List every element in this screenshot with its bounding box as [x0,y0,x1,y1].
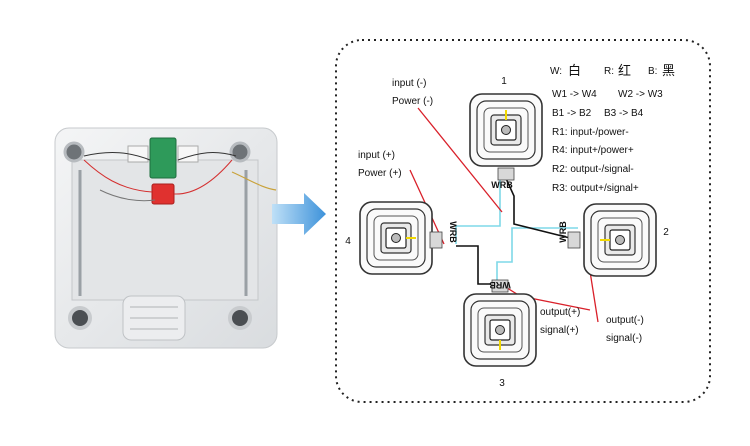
connection-item: B3 -> B4 [604,108,644,119]
connection-item: R2: output-/signal- [552,164,634,175]
diagram-frame [335,39,711,403]
connection-item: W1 -> W4 [552,89,597,100]
sensor-number-1: 1 [501,76,507,87]
wire-tag-3: WRB [489,280,511,290]
white-wire-1-4 [455,170,501,244]
legend-r-key: R: [604,66,614,77]
legend-w-key: W: [550,66,562,77]
connection-item: R3: output+/signal+ [552,183,639,194]
wire-tag-4: WRB [448,221,458,243]
black-wire-1-2 [503,173,579,241]
wire-tag-2: WRB [558,221,568,243]
wire-tag-1: WRB [491,180,513,190]
connection-item: R4: input+/power+ [552,145,634,156]
label-output-minus: output(-) [606,315,644,326]
load-cell-3 [463,293,537,367]
legend-w-char: 白 [568,63,581,79]
white-wire-2-3 [496,227,578,284]
connection-item: R1: input-/power- [552,127,629,138]
connection-list: W1 -> W4 W2 -> W3 B1 -> B2 B3 -> B4 R1: … [552,89,663,194]
sensor-number-2: 2 [663,227,669,238]
label-power-plus: Power (+) [358,168,402,179]
legend-b-key: B: [648,66,657,77]
sensor-number-3: 3 [499,378,505,389]
black-wire-3-4 [456,245,490,285]
color-legend: W: 白 R: 红 B: 黑 [550,63,675,79]
label-signal-minus: signal(-) [606,333,642,344]
load-cell-2 [583,203,657,277]
label-power-minus: Power (-) [392,96,433,107]
label-input-plus: input (+) [358,150,395,161]
sensor-number-4: 4 [345,236,351,247]
legend-b-char: 黑 [662,64,675,79]
connection-item: B1 -> B2 [552,108,592,119]
label-output-plus: output(+) [540,307,580,318]
connection-item: W2 -> W3 [618,89,663,100]
label-input-minus: input (-) [392,78,426,89]
right-arrow-icon [272,193,326,235]
scale-photo [54,127,278,349]
load-cell-1 [469,93,543,167]
legend-r-char: 红 [618,63,631,79]
label-signal-plus: signal(+) [540,325,579,336]
red-wire-input-minus [417,107,503,213]
connectors [429,167,581,293]
load-cell-4 [359,201,433,275]
